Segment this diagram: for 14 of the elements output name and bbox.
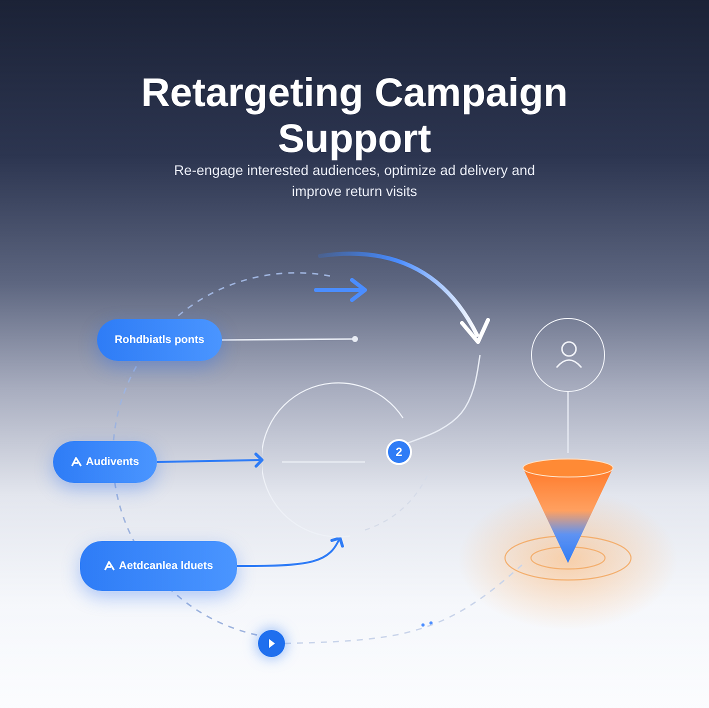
- pill-button: Aetdcanlea lduets: [80, 541, 237, 591]
- dashed-connector: [284, 564, 522, 644]
- connector: [237, 536, 344, 567]
- title: Retargeting Campaign Support: [140, 70, 569, 162]
- subtitle: Re-engage interested audiences, optimize ad delivery and improve return visits: [172, 161, 536, 201]
- pill-button: Rohdbiatls ponts: [97, 319, 222, 361]
- pill-button: Audivents: [53, 441, 157, 483]
- connector: [156, 452, 264, 468]
- step-badge: 2: [386, 439, 412, 465]
- connector: [567, 392, 569, 453]
- connector: [408, 354, 481, 444]
- connector: [222, 336, 358, 342]
- play-button: [258, 630, 285, 657]
- user-icon: [531, 318, 605, 392]
